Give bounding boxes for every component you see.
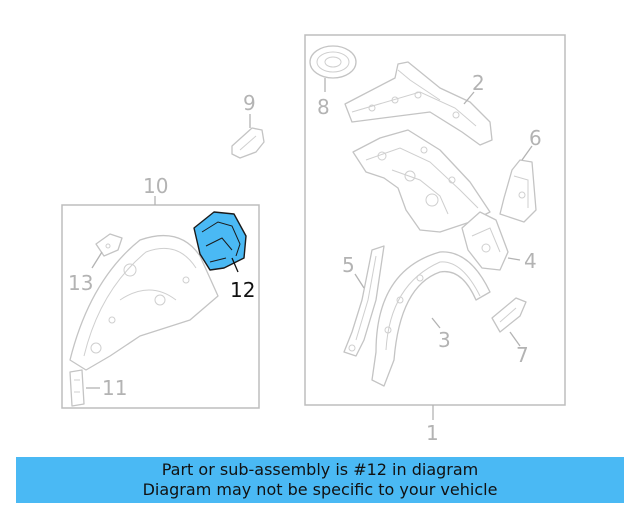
- part-2-upper-rail[interactable]: [344, 61, 493, 146]
- subassembly-frame-10: [61, 204, 260, 409]
- part-13-clip[interactable]: [95, 233, 123, 257]
- inner-quarter-panel[interactable]: [352, 129, 491, 233]
- part-12-highlighted[interactable]: [193, 211, 247, 271]
- callout-2[interactable]: 2: [472, 71, 485, 95]
- leader-4: [507, 257, 521, 261]
- leader-5: [354, 273, 365, 289]
- part-10-wheelhouse-inner[interactable]: [69, 234, 219, 371]
- part-9-bracket[interactable]: [231, 127, 265, 159]
- leader-7: [509, 331, 521, 347]
- callout-8[interactable]: 8: [317, 95, 330, 119]
- callout-3[interactable]: 3: [438, 328, 451, 352]
- part-6-bracket[interactable]: [499, 159, 537, 223]
- callout-9[interactable]: 9: [243, 91, 256, 115]
- callout-7[interactable]: 7: [516, 343, 529, 367]
- callout-11[interactable]: 11: [102, 376, 127, 400]
- callout-5[interactable]: 5: [342, 253, 355, 277]
- callout-10[interactable]: 10: [143, 174, 168, 198]
- parts-diagram: 1 10 8 2 9: [61, 34, 566, 445]
- info-banner: Part or sub-assembly is #12 in diagram D…: [16, 457, 624, 503]
- leader-6: [521, 145, 533, 161]
- part-11-bracket[interactable]: [69, 369, 85, 407]
- leader-12: [231, 257, 239, 273]
- part-4-reinforcement[interactable]: [461, 211, 509, 271]
- callout-1[interactable]: 1: [426, 421, 439, 445]
- part-7-gusset[interactable]: [491, 297, 527, 333]
- leader-13: [91, 251, 103, 269]
- assembly-frame-1: [304, 34, 566, 406]
- leader-3: [431, 317, 441, 329]
- leader-2: [463, 91, 475, 105]
- callout-13[interactable]: 13: [68, 271, 93, 295]
- callout-4[interactable]: 4: [524, 249, 537, 273]
- callout-6[interactable]: 6: [529, 126, 542, 150]
- banner-line-2: Diagram may not be specific to your vehi…: [142, 480, 498, 499]
- part-3-wheelhouse[interactable]: [371, 251, 491, 387]
- banner-line-1: Part or sub-assembly is #12 in diagram: [161, 460, 479, 479]
- part-5-pillar[interactable]: [343, 245, 385, 357]
- part-8-grommet[interactable]: [309, 45, 357, 79]
- callout-12[interactable]: 12: [230, 278, 255, 302]
